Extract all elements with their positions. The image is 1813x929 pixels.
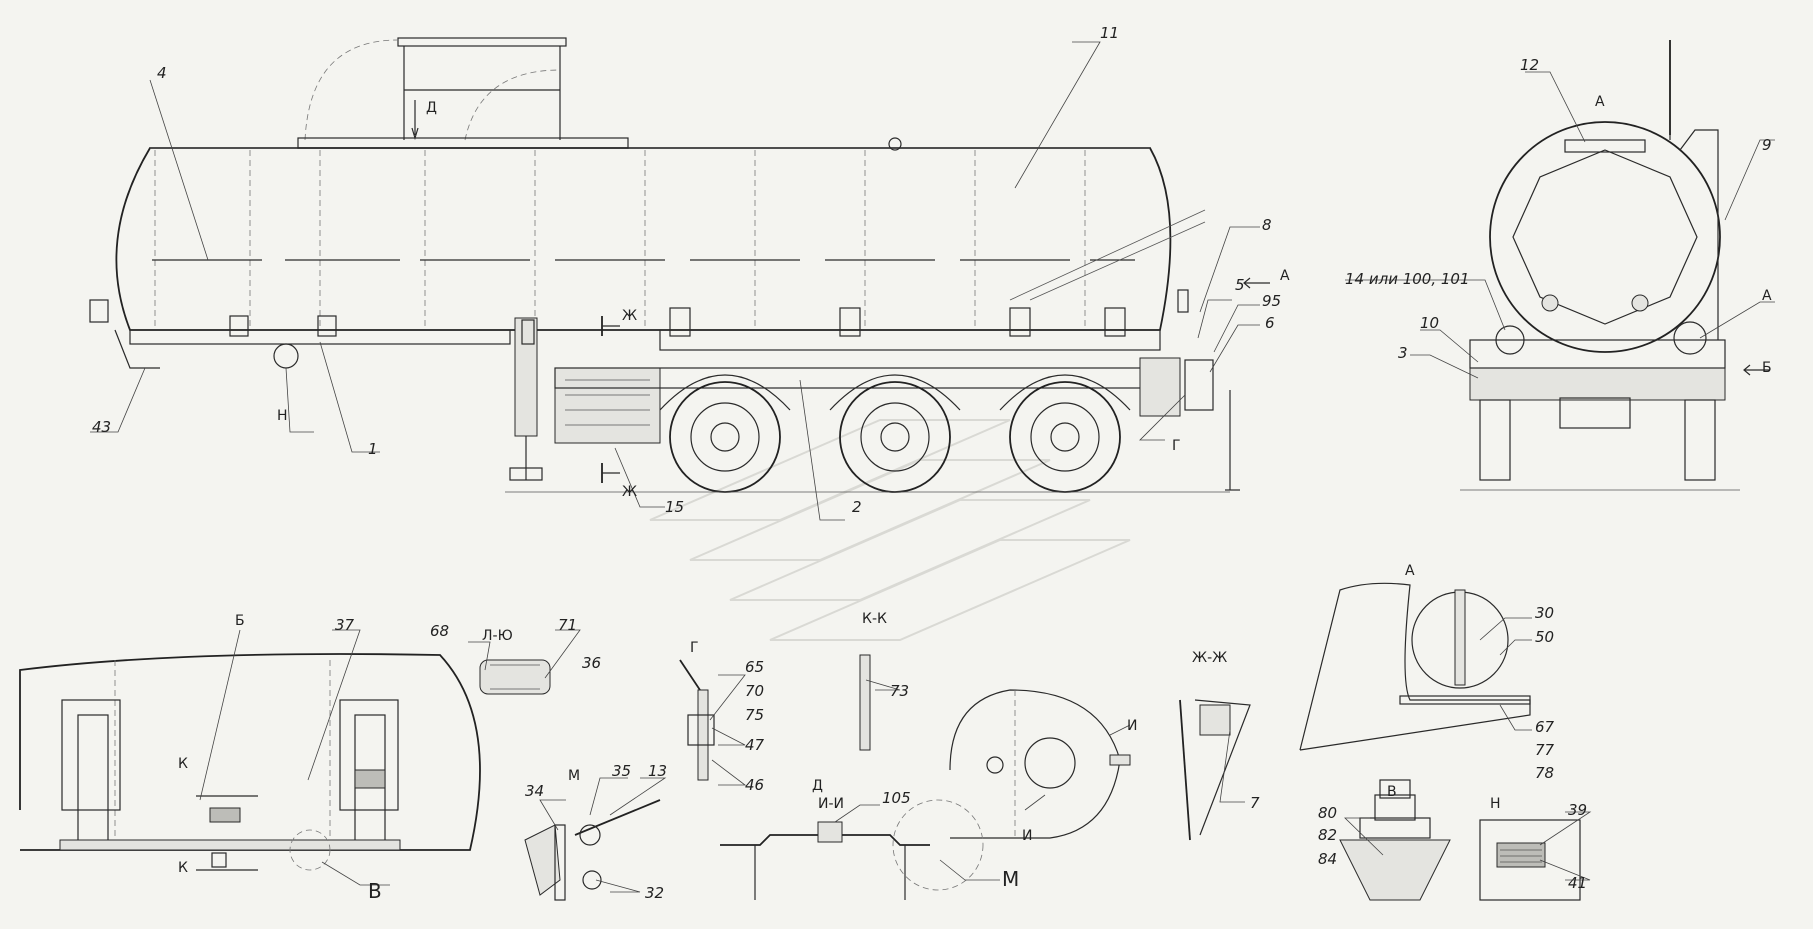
- view-a-detail: А: [1405, 563, 1415, 579]
- view-k-section: К-К: [862, 611, 887, 627]
- callout-70: 70: [745, 682, 764, 700]
- callout-13: 13: [648, 762, 667, 780]
- callout-75: 75: [745, 706, 764, 724]
- view-b-arrow: Б: [1762, 360, 1772, 376]
- callout-67: 67: [1535, 718, 1555, 736]
- callout-8: 8: [1262, 216, 1272, 234]
- callout-14: 14 или 100, 101: [1345, 270, 1470, 288]
- callout-15: 15: [665, 498, 684, 516]
- callout-30: 30: [1535, 604, 1554, 622]
- callout-9: 9: [1762, 136, 1772, 154]
- callout-84: 84: [1318, 850, 1337, 868]
- callout-10: 10: [1420, 314, 1439, 332]
- callout-41: 41: [1568, 874, 1587, 892]
- tank-rings: [154, 150, 1086, 328]
- callout-80: 80: [1318, 804, 1337, 822]
- view-n-side: Н: [277, 408, 288, 424]
- callout-7: 7: [1250, 794, 1260, 812]
- callout-71: 71: [558, 616, 577, 634]
- callout-78: 78: [1535, 764, 1554, 782]
- callout-2: 2: [852, 498, 862, 516]
- callout-46: 46: [745, 776, 764, 794]
- view-d-top: Д: [426, 100, 437, 116]
- view-a-top: А: [1595, 94, 1605, 110]
- callout-labels: 1 2 3 4 5 6 7 8 9 10 11 12 13 14 или 100…: [92, 24, 1772, 902]
- callout-39: 39: [1568, 801, 1587, 819]
- callout-4: 4: [157, 64, 167, 82]
- view-d-detail: Д: [812, 778, 823, 794]
- leader-lines: [90, 41, 1775, 893]
- callout-47: 47: [745, 736, 765, 754]
- detail-zhzh: [1179, 699, 1251, 841]
- callout-36: 36: [582, 654, 601, 672]
- view-a-arrow: А: [1280, 268, 1290, 284]
- detail-kk: [859, 654, 871, 751]
- callout-43: 43: [92, 418, 111, 436]
- view-i-1: И: [1127, 718, 1137, 734]
- view-v-callout: В: [368, 879, 382, 903]
- view-g-side: Г: [1172, 438, 1181, 454]
- side-view: [89, 37, 1270, 493]
- detail-g: [679, 659, 715, 781]
- view-m-detail: М: [568, 768, 580, 784]
- view-a-side: А: [1762, 288, 1772, 304]
- callout-6: 6: [1265, 314, 1275, 332]
- view-zh-section: Ж-Ж: [1192, 650, 1227, 666]
- view-m-callout: М: [1002, 867, 1019, 891]
- view-g-detail: Г: [690, 640, 699, 656]
- view-zh-2: Ж: [622, 484, 637, 500]
- callout-5: 5: [1235, 276, 1245, 294]
- view-b-detail: Б: [235, 613, 245, 629]
- view-lyu: Л-Ю: [482, 628, 513, 644]
- tank-shell: [115, 147, 1172, 331]
- callout-37: 37: [335, 616, 355, 634]
- view-i-section: И-И: [818, 796, 844, 812]
- callout-35: 35: [612, 762, 631, 780]
- view-labels: А А А А Б Б Г Г Д Д Ж Ж Ж-Ж И И И-И К К …: [178, 94, 1772, 903]
- detail-v: [1339, 779, 1451, 901]
- callout-73: 73: [890, 682, 909, 700]
- callout-65: 65: [745, 658, 764, 676]
- detail-m: [524, 799, 661, 901]
- detail-b: [19, 653, 481, 871]
- view-k-2: К: [178, 860, 188, 876]
- view-i-2: И: [1022, 828, 1032, 844]
- frame-brackets: [229, 307, 1126, 337]
- callout-95: 95: [1262, 292, 1281, 310]
- watermark: [649, 419, 1131, 641]
- callout-1: 1: [368, 440, 378, 458]
- view-zh-1: Ж: [622, 308, 637, 324]
- callout-32: 32: [645, 884, 664, 902]
- detail-ii: [720, 799, 984, 900]
- view-k-1: К: [178, 756, 188, 772]
- callout-77: 77: [1535, 741, 1555, 759]
- detail-n: [1479, 819, 1581, 901]
- callout-68: 68: [430, 622, 449, 640]
- callout-3: 3: [1398, 344, 1408, 362]
- view-v-detail: В: [1387, 784, 1397, 800]
- view-n-detail: Н: [1490, 796, 1501, 812]
- wheels: [659, 374, 1131, 493]
- callout-82: 82: [1318, 826, 1337, 844]
- detail-round: [949, 689, 1131, 839]
- callout-12: 12: [1520, 56, 1539, 74]
- rear-view: [1460, 40, 1770, 491]
- detail-a: [1299, 582, 1531, 751]
- callout-50: 50: [1535, 628, 1554, 646]
- callout-34: 34: [525, 782, 544, 800]
- callout-105: 105: [882, 789, 911, 807]
- detail-lyu: [479, 659, 551, 695]
- callout-11: 11: [1100, 24, 1119, 42]
